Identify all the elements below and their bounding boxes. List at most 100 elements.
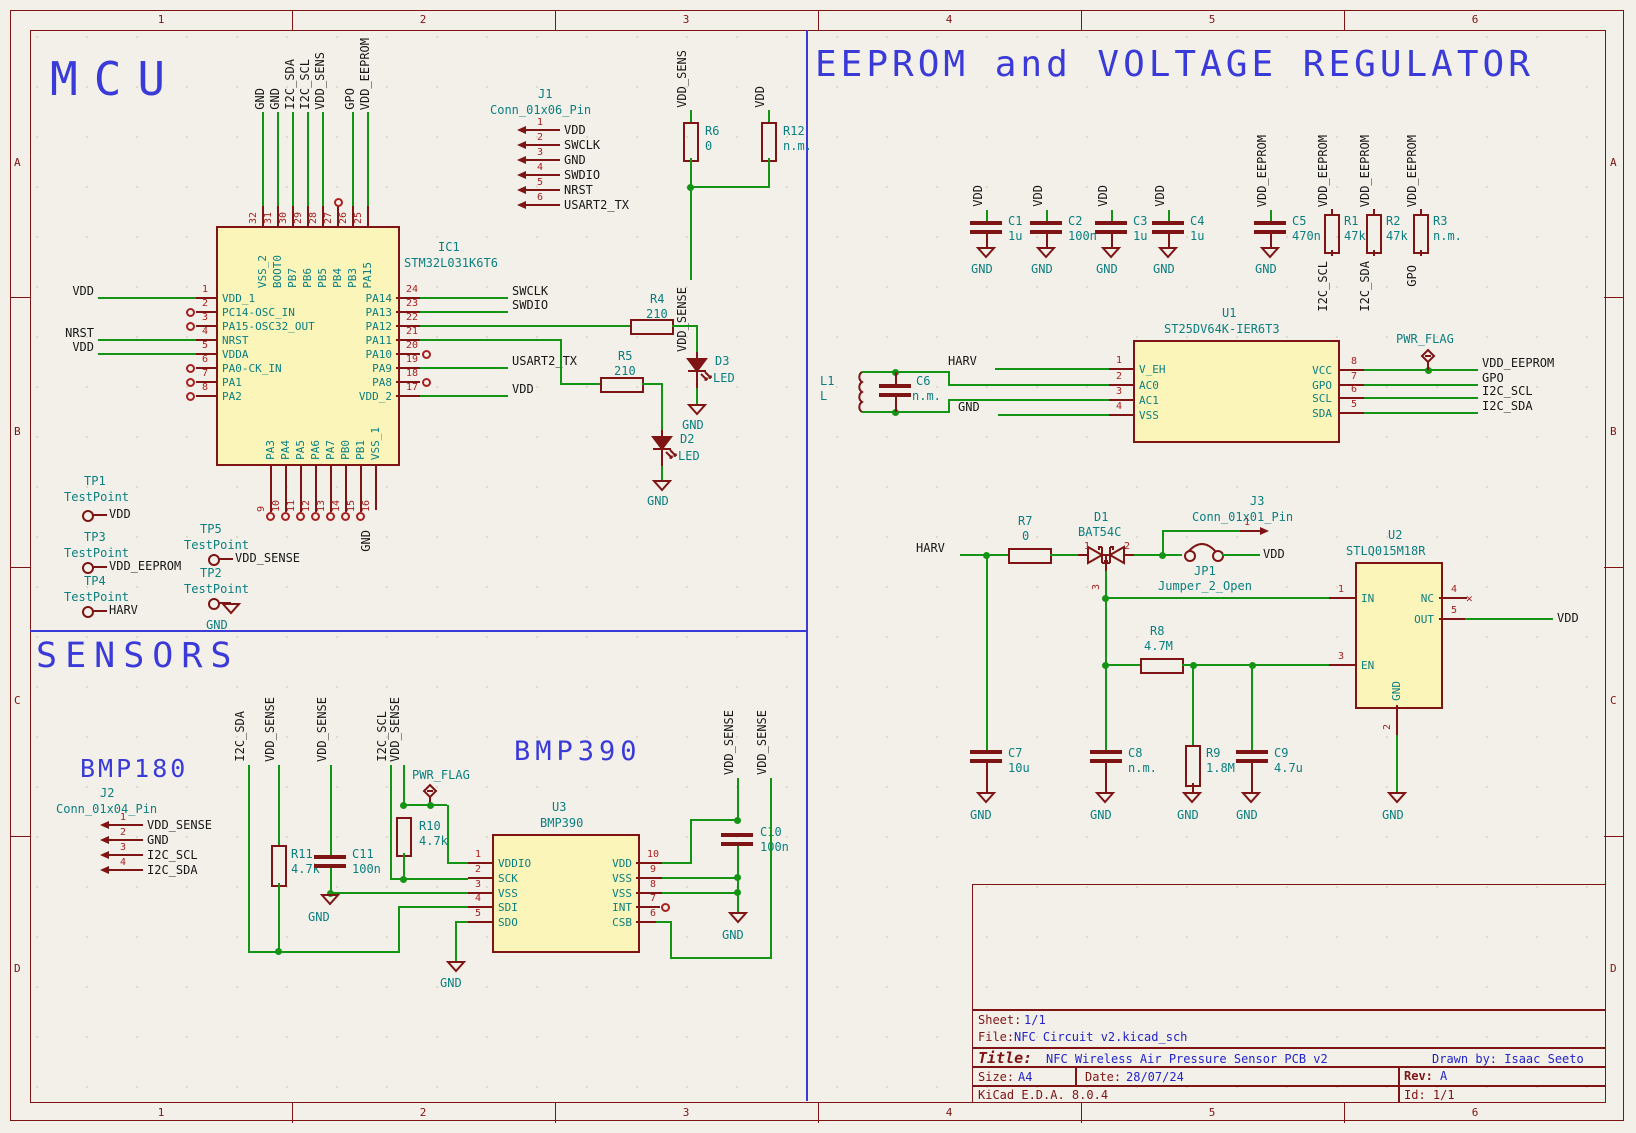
tp3-value: TestPoint bbox=[64, 546, 130, 560]
pin-number: 2 bbox=[201, 298, 209, 309]
pin-line bbox=[1111, 234, 1113, 247]
c11-ref: C11 bbox=[352, 847, 374, 861]
net-label: VDD bbox=[753, 86, 767, 108]
net-label: I2C_SDA bbox=[147, 863, 198, 877]
c9-plate[interactable] bbox=[1236, 750, 1268, 754]
r10-ref: R10 bbox=[419, 819, 441, 833]
pin-line bbox=[262, 206, 264, 226]
tp3-pad[interactable] bbox=[82, 562, 94, 574]
r12-body[interactable] bbox=[761, 122, 777, 162]
c5-plate[interactable] bbox=[1254, 221, 1286, 225]
tp2-pad[interactable] bbox=[208, 598, 220, 610]
j1-pin[interactable] bbox=[517, 126, 526, 134]
r1-body[interactable] bbox=[1324, 214, 1340, 254]
wire bbox=[690, 186, 770, 188]
pin-number: 1 bbox=[474, 849, 482, 860]
pin-name: PA0-CK_IN bbox=[222, 362, 282, 375]
u1-body[interactable] bbox=[1133, 340, 1340, 443]
ic1-body[interactable] bbox=[216, 226, 400, 466]
pin-number: 4 bbox=[119, 857, 127, 868]
wire bbox=[403, 804, 447, 806]
sheet-number: 1/1 bbox=[1024, 1013, 1046, 1027]
ground-symbol bbox=[1386, 792, 1408, 804]
c2-plate[interactable] bbox=[1030, 221, 1062, 225]
l1-coil[interactable] bbox=[854, 371, 866, 413]
c3-plate[interactable] bbox=[1095, 221, 1127, 225]
pin-line bbox=[196, 353, 216, 355]
pin-number: 5 bbox=[536, 177, 544, 188]
frame-label: A bbox=[14, 156, 21, 169]
pin-number: 6 bbox=[201, 354, 209, 365]
frame-tick bbox=[555, 10, 556, 30]
j1-pin[interactable] bbox=[517, 186, 526, 194]
j2-pin[interactable] bbox=[100, 821, 109, 829]
capacitor-plate bbox=[879, 393, 911, 397]
u3-body[interactable] bbox=[492, 834, 640, 953]
c8-plate[interactable] bbox=[1090, 750, 1122, 754]
wire bbox=[948, 400, 950, 413]
r6-ref: R6 bbox=[705, 124, 720, 138]
j1-pin[interactable] bbox=[517, 141, 526, 149]
wire bbox=[656, 921, 672, 923]
led-d2[interactable] bbox=[648, 430, 682, 466]
j2-pin[interactable] bbox=[100, 851, 109, 859]
r11-body[interactable] bbox=[271, 845, 287, 887]
r2-value: 47k bbox=[1386, 229, 1408, 243]
pin-line bbox=[285, 466, 287, 512]
c7-plate[interactable] bbox=[970, 750, 1002, 754]
j2-pin[interactable] bbox=[100, 866, 109, 874]
r8-body[interactable] bbox=[1140, 658, 1184, 674]
r3-body[interactable] bbox=[1413, 214, 1429, 254]
junction-dot bbox=[327, 890, 334, 897]
capacitor-plate bbox=[721, 842, 753, 846]
c6-ref: C6 bbox=[916, 374, 931, 388]
r4-body[interactable] bbox=[630, 319, 674, 335]
tp1-pad[interactable] bbox=[82, 510, 94, 522]
wire bbox=[390, 765, 392, 879]
r7-body[interactable] bbox=[1008, 548, 1052, 564]
r5-body[interactable] bbox=[600, 377, 644, 393]
r10-body[interactable] bbox=[396, 817, 412, 857]
pin-number: 22 bbox=[405, 312, 419, 323]
jp1-pad[interactable] bbox=[1212, 550, 1224, 562]
wire bbox=[661, 466, 663, 480]
c10-plate[interactable] bbox=[721, 833, 753, 837]
pin-number: 17 bbox=[405, 382, 419, 393]
tp5-pad[interactable] bbox=[208, 554, 220, 566]
rev-label: Rev: bbox=[1404, 1069, 1433, 1083]
u2-body[interactable] bbox=[1355, 562, 1443, 709]
eeprom-section-title: EEPROM and VOLTAGE REGULATOR bbox=[815, 44, 1534, 85]
net-label: VDD bbox=[971, 185, 985, 207]
c4-plate[interactable] bbox=[1152, 221, 1184, 225]
j3-pin[interactable] bbox=[1260, 527, 1269, 535]
led-d3[interactable] bbox=[683, 352, 717, 388]
j1-pin[interactable] bbox=[517, 156, 526, 164]
wire bbox=[420, 297, 508, 299]
r9-body[interactable] bbox=[1185, 745, 1201, 787]
j1-pin[interactable] bbox=[517, 201, 526, 209]
wire bbox=[1105, 597, 1331, 599]
pin-name: PA14 bbox=[365, 292, 393, 305]
j1-pin[interactable] bbox=[517, 171, 526, 179]
d1-diode[interactable] bbox=[1078, 539, 1134, 573]
wire bbox=[262, 112, 264, 206]
frame-label: A bbox=[1610, 156, 1617, 169]
c6-plate[interactable] bbox=[879, 384, 911, 388]
c1-plate[interactable] bbox=[970, 221, 1002, 225]
r11-ref: R11 bbox=[291, 847, 313, 861]
net-label: USART2_TX bbox=[564, 198, 630, 212]
c11-plate[interactable] bbox=[314, 855, 346, 859]
r2-body[interactable] bbox=[1366, 214, 1382, 254]
ground-symbol bbox=[1240, 792, 1262, 804]
j2-pin[interactable] bbox=[100, 836, 109, 844]
tp4-pad[interactable] bbox=[82, 606, 94, 618]
gnd-label: GND bbox=[206, 618, 228, 632]
u2-ref: U2 bbox=[1388, 528, 1403, 542]
r6-body[interactable] bbox=[683, 122, 699, 162]
wire bbox=[642, 383, 662, 385]
pin-line bbox=[1251, 763, 1253, 792]
wire bbox=[948, 371, 950, 386]
wire bbox=[995, 368, 1109, 370]
c2-value: 100n bbox=[1068, 229, 1097, 243]
